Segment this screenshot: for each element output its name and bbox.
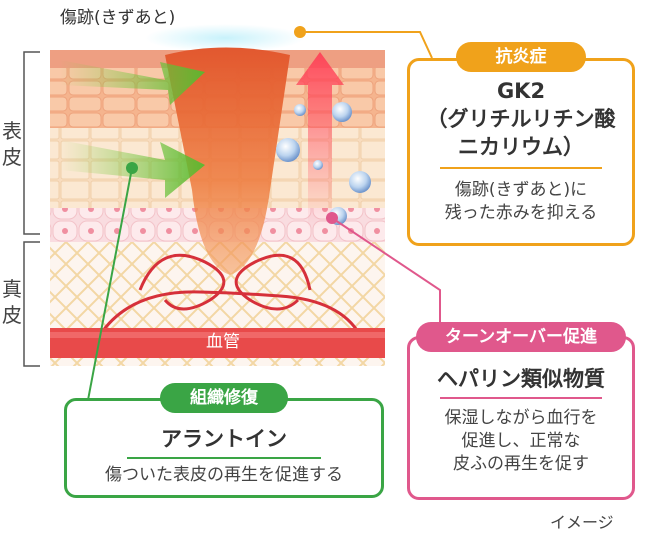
epidermis-label: 表皮 — [2, 119, 22, 169]
gk2-line2: （グリチルリチン酸 — [426, 107, 616, 131]
anti-inflammation-box: GK2 （グリチルリチン酸 ニカリウム） 傷跡(きずあと)に 残った赤みを抑える — [407, 58, 635, 246]
gk2-line3: ニカリウム） — [458, 135, 584, 159]
tissue-repair-desc: 傷ついた表皮の再生を促進する — [105, 465, 343, 485]
gk2-line1: GK2 — [496, 79, 546, 103]
anti-inflammation-divider — [440, 167, 602, 169]
image-note: イメージ — [550, 513, 614, 532]
turnover-desc-2: 促進し、正常な — [461, 431, 581, 451]
anti-inflammation-desc-1: 傷跡(きずあと)に — [454, 180, 588, 200]
turnover-divider — [440, 397, 602, 399]
turnover-box: ヘパリン類似物質 保湿しながら血行を 促進し、正常な 皮ふの再生を促す — [407, 336, 635, 500]
anti-inflammation-desc-2: 残った赤みを抑える — [444, 203, 598, 223]
turnover-badge: ターンオーバー促進 — [416, 322, 626, 352]
anti-inflammation-badge: 抗炎症 — [456, 42, 586, 72]
scar-label: 傷跡(きずあと) — [60, 8, 176, 28]
turnover-desc-1: 保湿しながら血行を — [444, 408, 598, 428]
dermis-label: 真皮 — [2, 277, 22, 327]
turnover-desc-3: 皮ふの再生を促す — [453, 454, 589, 474]
tissue-repair-divider — [127, 457, 321, 459]
heparinoid-title: ヘパリン類似物質 — [437, 367, 605, 391]
tissue-repair-badge: 組織修復 — [160, 383, 288, 413]
blood-vessel-label: 血管 — [206, 332, 240, 352]
allantoin-title: アラントイン — [161, 427, 287, 451]
tissue-repair-box: アラントイン 傷ついた表皮の再生を促進する — [64, 398, 384, 498]
